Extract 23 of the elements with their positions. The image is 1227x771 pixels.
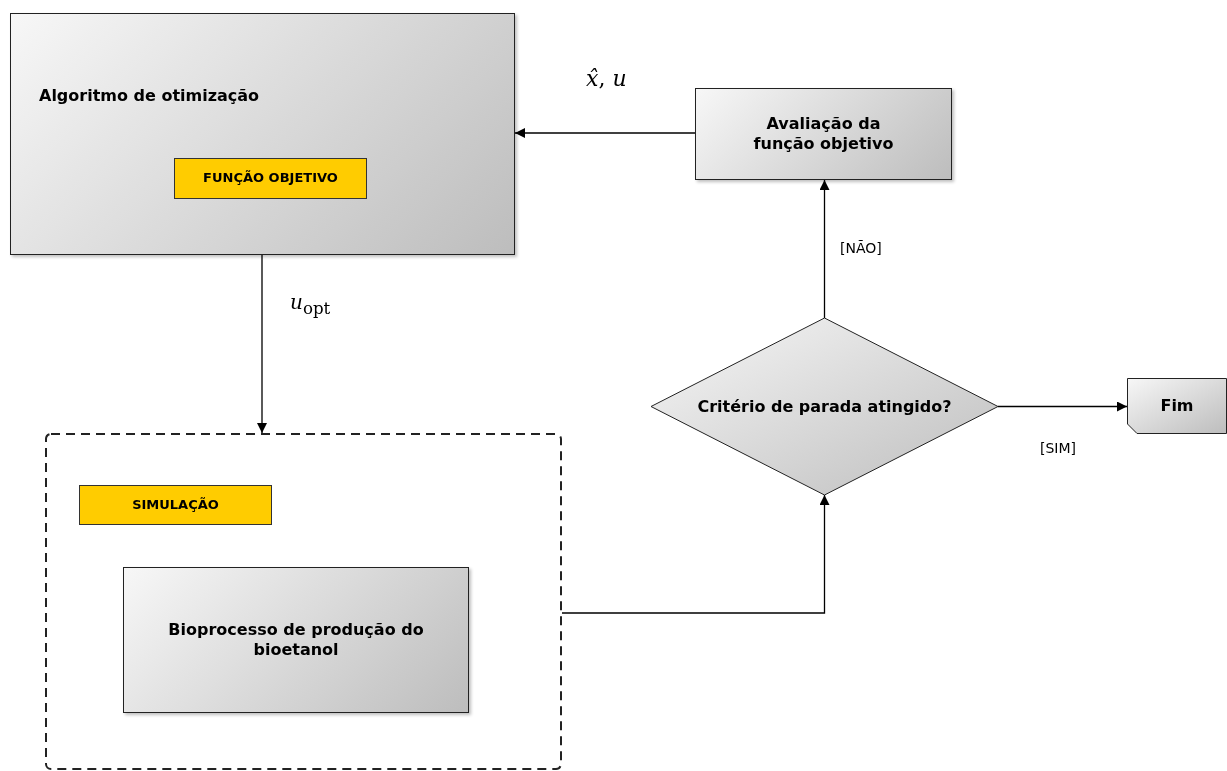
node-label: Bioprocesso de produção do bioetanol bbox=[167, 620, 425, 660]
terminal-shape bbox=[1127, 378, 1227, 434]
arrow bbox=[257, 254, 267, 434]
arrow bbox=[997, 401, 1128, 412]
node-label: SIMULAÇÃO bbox=[132, 496, 219, 514]
dashed-group-box bbox=[45, 433, 562, 770]
node-label: Critério de parada atingido? bbox=[697, 396, 952, 417]
process-box bbox=[10, 13, 515, 255]
node-label: Avaliação da função objetivo bbox=[752, 114, 895, 154]
edge-label: [SIM] bbox=[1040, 440, 1077, 456]
label-box bbox=[174, 158, 367, 199]
arrow bbox=[514, 128, 696, 138]
label-box bbox=[79, 485, 272, 525]
node-label: Algoritmo de otimização bbox=[39, 86, 260, 106]
process-box bbox=[695, 88, 952, 180]
decision-diamond bbox=[651, 318, 998, 495]
process-box bbox=[123, 567, 469, 713]
node-label: FUNÇÃO OBJETIVO bbox=[203, 170, 338, 187]
edge-label: x̂, u bbox=[586, 66, 627, 91]
arrow bbox=[561, 494, 830, 614]
arrow bbox=[819, 179, 830, 319]
edge-label: [NÃO] bbox=[840, 240, 882, 256]
node-label: Fim bbox=[1160, 396, 1194, 416]
